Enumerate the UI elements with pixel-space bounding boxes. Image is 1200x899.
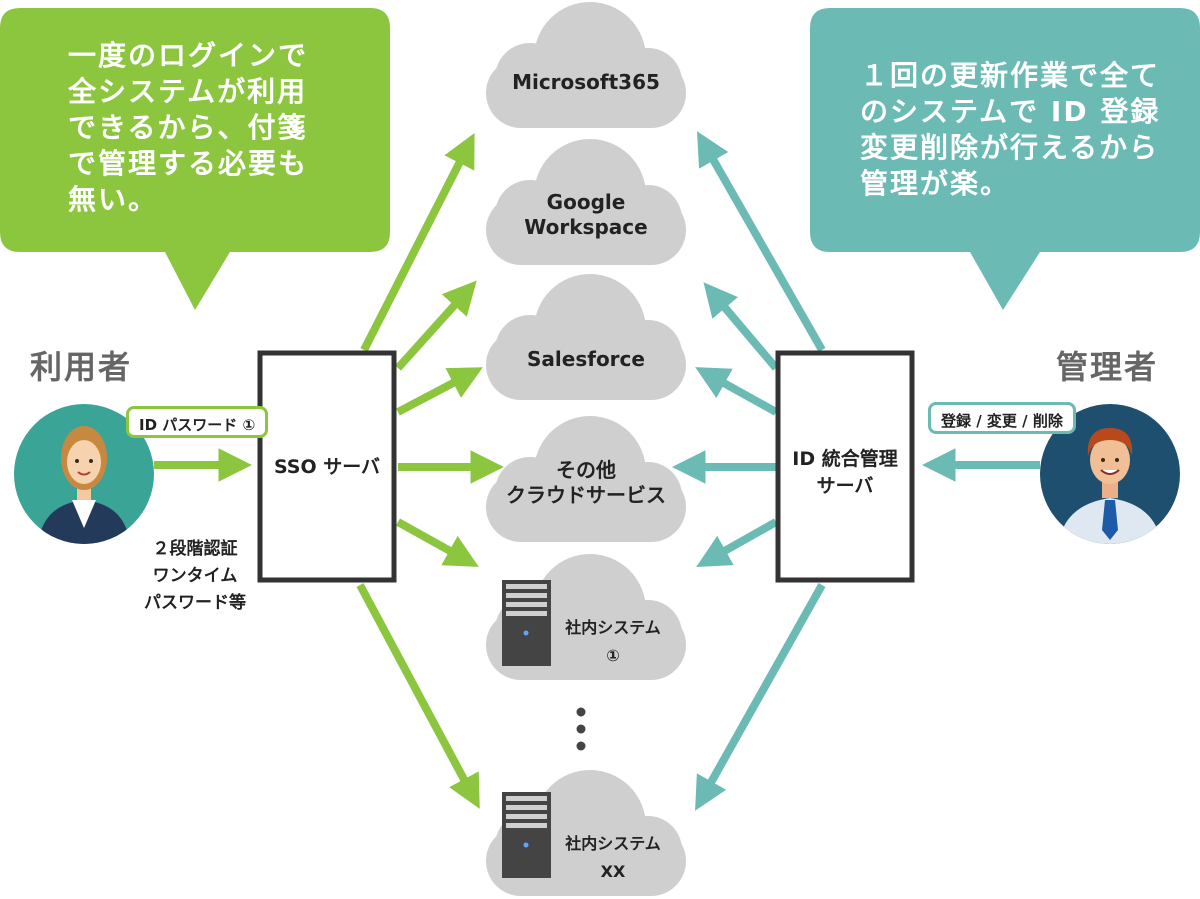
cloud-label-microsoft365: Microsoft365 <box>512 70 660 94</box>
user-avatar-icon <box>14 404 154 544</box>
admin-role-label: 管理者 <box>1056 348 1159 386</box>
left-bubble-text: 一度のログインで 全システムが利用 できるから、付箋 で管理する必要も 無い。 <box>68 39 309 216</box>
arrow-sso-to-google <box>395 280 477 371</box>
cloud-google-workspace <box>486 139 686 265</box>
arrow-sso-to-internal-1 <box>396 518 479 567</box>
sso-server-label: SSO サーバ <box>273 456 381 478</box>
vertical-ellipsis-icon <box>576 707 586 751</box>
cloud-label-salesforce: Salesforce <box>527 347 645 371</box>
right-bubble-text: １回の更新作業で全て のシステムで ID 登録 変更削除が行えるから 管理が楽。 <box>860 59 1161 200</box>
cloud-label-other-services: その他 クラウドサービス <box>506 458 666 507</box>
arrow-id-to-microsoft365 <box>696 131 826 352</box>
cloud-label-internal-system-1: 社内システム ① <box>565 618 661 665</box>
left-speech-bubble <box>0 8 390 310</box>
arrow-id-to-salesforce <box>695 367 778 416</box>
cloud-label-google-workspace: Google Workspace <box>524 190 648 239</box>
id-server-box <box>775 350 915 583</box>
arrow-id-to-google <box>703 282 780 371</box>
cloud-microsoft365 <box>486 2 686 128</box>
right-speech-bubble <box>810 8 1200 310</box>
id-server-label: ID 統合管理 サーバ <box>792 448 898 497</box>
arrow-sso-to-salesforce <box>396 367 483 416</box>
cloud-other-services <box>486 416 686 542</box>
credential-pill: ID パスワード ① <box>126 406 269 438</box>
arrow-id-to-internal-1 <box>696 518 778 567</box>
cloud-label-internal-system-xx: 社内システム XX <box>565 834 661 881</box>
server-rack-icon <box>502 580 551 666</box>
server-rack-icon <box>502 792 551 878</box>
arrow-sso-to-microsoft365 <box>360 133 475 352</box>
admin-actions-pill: 登録 / 変更 / 削除 <box>928 402 1076 434</box>
auth-method-note: ２段階認証 ワンタイム パスワード等 <box>144 539 246 613</box>
user-role-label: 利用者 <box>30 348 133 386</box>
arrow-sso-to-internal-xx <box>356 583 480 809</box>
admin-avatar-icon <box>1040 404 1180 544</box>
sso-server-box <box>257 350 397 583</box>
arrow-id-to-internal-xx <box>695 583 826 811</box>
cloud-salesforce <box>486 274 686 400</box>
